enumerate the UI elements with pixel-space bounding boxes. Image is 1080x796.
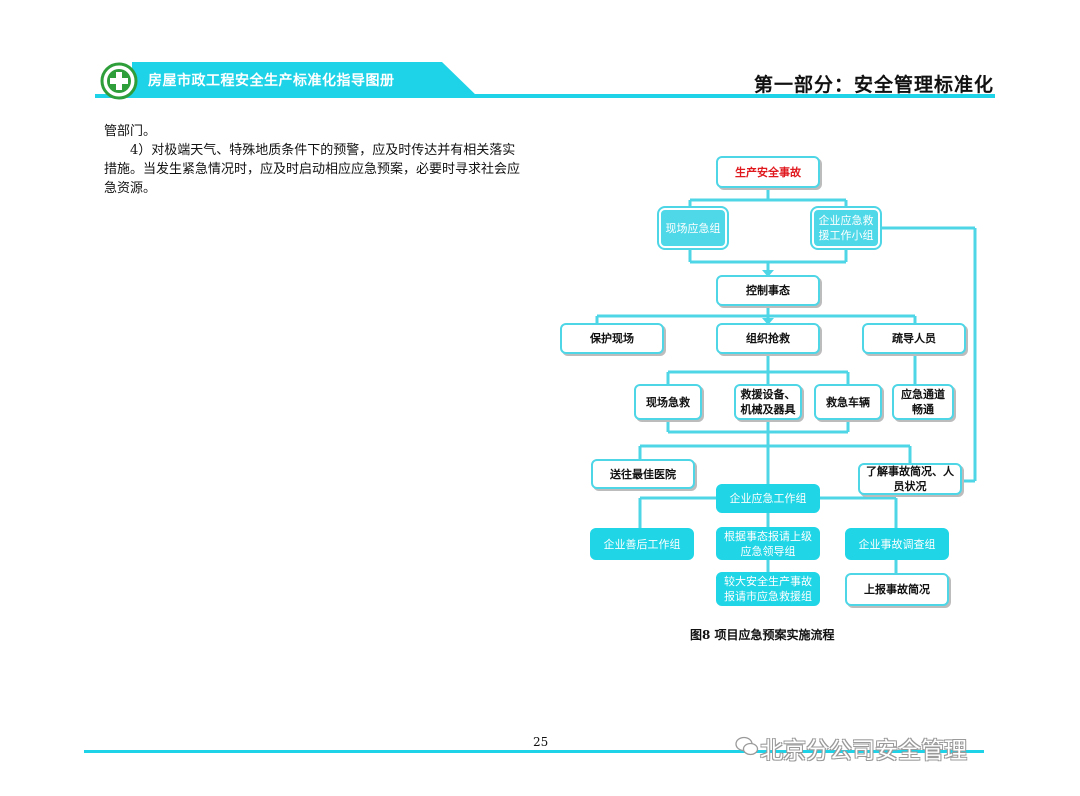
wechat-icon bbox=[735, 735, 759, 757]
node-channel: 应急通道畅通 bbox=[892, 384, 954, 420]
node-work-group: 企业应急工作组 bbox=[716, 484, 820, 513]
node-investigation: 企业事故调查组 bbox=[845, 528, 949, 560]
body-text: 管部门。 4）对极端天气、特殊地质条件下的预警，应及时传达并有相关落实措施。当发… bbox=[104, 122, 524, 198]
header-rule bbox=[95, 94, 995, 98]
node-protect-scene: 保护现场 bbox=[560, 323, 664, 354]
safety-cross-logo bbox=[100, 62, 138, 100]
section-title: 第一部分：安全管理标准化 bbox=[753, 74, 994, 96]
footer-rule bbox=[84, 750, 984, 753]
node-understand: 了解事故简况、人员状况 bbox=[858, 463, 962, 495]
watermark: 北京分公司安全管理 bbox=[760, 738, 967, 764]
figure-caption: 图8 项目应急预案实施流程 bbox=[690, 628, 835, 642]
node-organize-rescue: 组织抢救 bbox=[716, 323, 820, 354]
node-onsite-group: 现场应急组 bbox=[657, 206, 729, 250]
node-evacuate: 疏导人员 bbox=[862, 323, 966, 354]
node-control: 控制事态 bbox=[716, 275, 820, 306]
node-first-aid: 现场急救 bbox=[634, 384, 702, 420]
node-major-accident: 较大安全生产事故报请市应急救援组 bbox=[716, 572, 820, 606]
body-paragraph: 4）对极端天气、特殊地质条件下的预警，应及时传达并有相关落实措施。当发生紧急情况… bbox=[104, 143, 521, 196]
page-number: 25 bbox=[533, 735, 549, 749]
node-ambulance: 救急车辆 bbox=[814, 384, 882, 420]
body-line: 管部门。 bbox=[104, 124, 157, 139]
node-equipment: 救援设备、机械及器具 bbox=[734, 384, 802, 420]
node-report-brief: 上报事故简况 bbox=[845, 573, 949, 606]
node-aftermath: 企业善后工作组 bbox=[590, 528, 694, 560]
book-title: 房屋市政工程安全生产标准化指导图册 bbox=[148, 73, 395, 89]
node-report-upper: 根据事态报请上级应急领导组 bbox=[716, 527, 820, 560]
node-hospital: 送往最佳医院 bbox=[591, 459, 695, 489]
header-tab bbox=[132, 62, 478, 97]
node-rescue-team: 企业应急救援工作小组 bbox=[810, 206, 882, 250]
node-accident: 生产安全事故 bbox=[716, 156, 820, 188]
